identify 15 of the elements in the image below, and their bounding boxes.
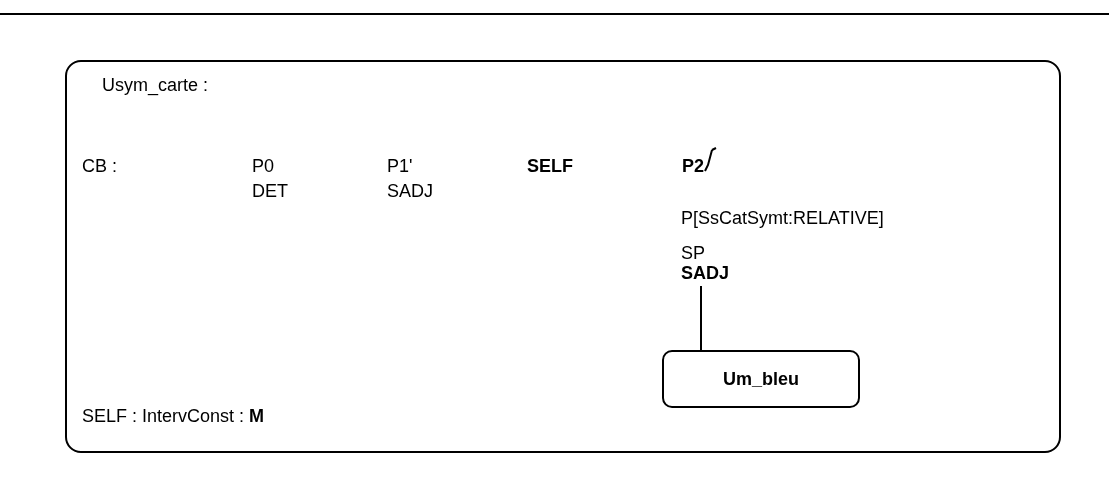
label-text: SELF : IntervConst : M — [82, 405, 265, 427]
label-text: SELF — [527, 155, 573, 177]
category-text: SADJ — [681, 262, 729, 284]
card-frame — [65, 60, 1061, 453]
label-text: P2 — [682, 155, 705, 177]
label-text: P[SsCatSymt:RELATIVE] — [681, 207, 884, 229]
label-text: P0 — [252, 155, 275, 177]
word-box: Um_bleu — [662, 350, 860, 408]
label-text: P1' — [387, 155, 413, 177]
label-text: DET — [252, 180, 288, 202]
label-text: SADJ — [387, 180, 433, 202]
label-text: CB : — [82, 155, 117, 177]
connector-line — [700, 285, 702, 351]
label-text: SP — [681, 242, 705, 264]
card-title: Usym_carte : — [102, 74, 209, 96]
